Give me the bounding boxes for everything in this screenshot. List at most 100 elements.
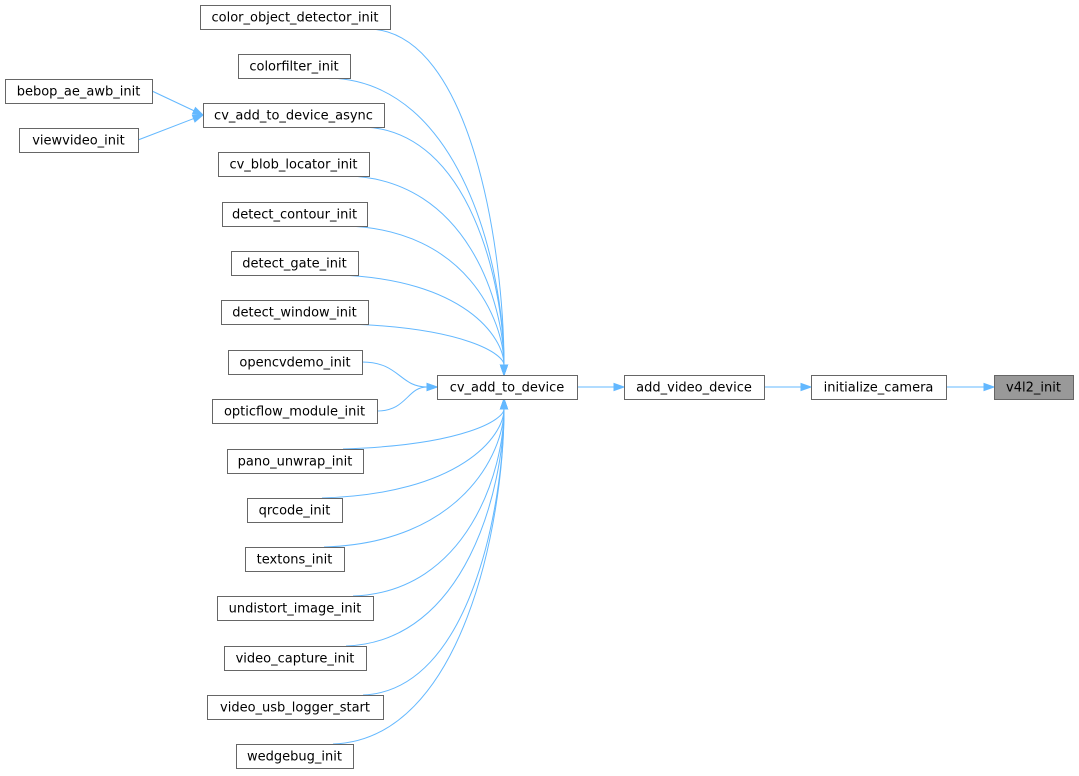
node-video-usb-logger-start[interactable]: video_usb_logger_start	[207, 695, 384, 720]
node-box	[221, 300, 369, 325]
edge-line	[362, 408, 505, 696]
node-label: qrcode_init	[259, 504, 331, 519]
node-layer: color_object_detector_init colorfilter_in…	[5, 5, 1074, 769]
node-box	[227, 449, 364, 474]
node-v4l2-init[interactable]: v4l2_init	[994, 375, 1074, 400]
edge-line	[345, 408, 505, 647]
node-colorfilter-init[interactable]: colorfilter_init	[238, 54, 351, 79]
node-pano-unwrap-init[interactable]: pano_unwrap_init	[227, 449, 364, 474]
node-box	[224, 646, 367, 671]
node-label: video_usb_logger_start	[220, 701, 370, 716]
node-label: pano_unwrap_init	[238, 455, 353, 470]
edge-add-video-device-to-initialize-camera	[764, 382, 813, 392]
node-box	[245, 547, 345, 572]
edge-line	[352, 408, 505, 597]
node-add-video-device[interactable]: add_video_device	[624, 375, 765, 400]
edge-arrowhead	[499, 397, 509, 410]
node-box	[222, 202, 368, 227]
node-box	[437, 375, 578, 400]
edge-undistort-image-init-to-cv-add-to-device	[352, 397, 509, 597]
node-detect-contour-init[interactable]: detect_contour_init	[222, 202, 368, 227]
edge-arrowhead	[613, 382, 626, 392]
node-label: colorfilter_init	[249, 60, 338, 75]
node-box	[212, 399, 378, 424]
node-cv-blob-locator-init[interactable]: cv_blob_locator_init	[218, 152, 370, 177]
edge-line	[376, 386, 428, 412]
edge-detect-contour-init-to-cv-add-to-device	[346, 225, 509, 377]
edge-cv-add-to-device-to-add-video-device	[577, 382, 626, 392]
node-undistort-image-init[interactable]: undistort_image_init	[217, 596, 374, 621]
node-label: video_capture_init	[236, 652, 355, 667]
node-label: wedgebug_init	[247, 750, 342, 765]
node-label: detect_contour_init	[232, 208, 357, 223]
edge-color-object-detector-init-to-cv-add-to-device	[369, 28, 509, 377]
edge-layer	[137, 28, 996, 745]
edge-line	[369, 28, 505, 366]
node-label: bebop_ae_awb_init	[17, 85, 141, 100]
node-box	[5, 79, 153, 104]
edge-viewvideo-init-to-cv-add-to-device-async	[137, 114, 205, 141]
node-cv-add-to-device[interactable]: cv_add_to_device	[437, 375, 578, 400]
node-box	[217, 596, 374, 621]
node-box	[207, 695, 384, 720]
node-label: opencvdemo_init	[239, 356, 350, 371]
edge-line	[321, 408, 505, 499]
edge-initialize-camera-to-v4l2-init	[946, 382, 996, 392]
edge-opticflow-module-init-to-cv-add-to-device	[376, 382, 439, 412]
node-opticflow-module-init[interactable]: opticflow_module_init	[212, 399, 378, 424]
node-cv-add-to-device-async[interactable]: cv_add_to_device_async	[203, 103, 385, 128]
node-box	[200, 5, 391, 30]
node-label: cv_add_to_device	[450, 381, 565, 396]
edge-line	[346, 225, 505, 366]
edge-opencvdemo-init-to-cv-add-to-device	[361, 361, 439, 392]
edge-line	[347, 323, 505, 366]
edge-line	[151, 90, 195, 112]
node-label: opticflow_module_init	[224, 405, 365, 420]
node-label: color_object_detector_init	[211, 11, 378, 26]
node-label: cv_add_to_device_async	[214, 109, 373, 124]
node-detect-window-init[interactable]: detect_window_init	[221, 300, 369, 325]
node-label: cv_blob_locator_init	[229, 158, 357, 173]
edge-arrowhead	[191, 106, 205, 116]
node-box	[811, 375, 947, 400]
node-box	[236, 744, 354, 769]
node-label: detect_window_init	[232, 306, 356, 321]
node-box	[624, 375, 765, 400]
edge-video-usb-logger-start-to-cv-add-to-device	[362, 397, 509, 696]
edge-cv-blob-locator-init-to-cv-add-to-device	[348, 175, 509, 377]
node-label: add_video_device	[636, 381, 752, 396]
node-video-capture-init[interactable]: video_capture_init	[224, 646, 367, 671]
node-wedgebug-init[interactable]: wedgebug_init	[236, 744, 354, 769]
edge-wedgebug-init-to-cv-add-to-device	[332, 397, 509, 745]
node-textons-init[interactable]: textons_init	[245, 547, 345, 572]
edge-arrowhead	[499, 364, 509, 377]
node-bebop-ae-awb-init[interactable]: bebop_ae_awb_init	[5, 79, 153, 104]
edge-line	[337, 274, 505, 366]
node-label: undistort_image_init	[229, 602, 362, 617]
node-detect-gate-init[interactable]: detect_gate_init	[231, 251, 359, 276]
edge-arrowhead	[191, 114, 205, 123]
edge-bebop-ae-awb-init-to-cv-add-to-device-async	[151, 90, 205, 116]
edge-detect-window-init-to-cv-add-to-device	[347, 323, 509, 377]
edge-line	[363, 126, 505, 366]
node-box	[218, 152, 370, 177]
node-box	[238, 54, 351, 79]
node-viewvideo-init[interactable]: viewvideo_init	[19, 128, 139, 153]
node-qrcode-init[interactable]: qrcode_init	[247, 498, 343, 523]
node-initialize-camera[interactable]: initialize_camera	[811, 375, 947, 400]
edge-arrowhead	[983, 382, 996, 392]
node-label: v4l2_init	[1006, 381, 1061, 396]
node-box	[994, 375, 1074, 400]
node-box	[228, 350, 363, 375]
node-label: textons_init	[257, 553, 333, 568]
node-label: viewvideo_init	[32, 134, 125, 149]
node-box	[203, 103, 385, 128]
node-color-object-detector-init[interactable]: color_object_detector_init	[200, 5, 391, 30]
node-opencvdemo-init[interactable]: opencvdemo_init	[228, 350, 363, 375]
edge-line	[332, 408, 505, 745]
edge-line	[342, 408, 505, 450]
node-label: initialize_camera	[824, 381, 934, 396]
edge-arrowhead	[800, 382, 813, 392]
node-box	[19, 128, 139, 153]
